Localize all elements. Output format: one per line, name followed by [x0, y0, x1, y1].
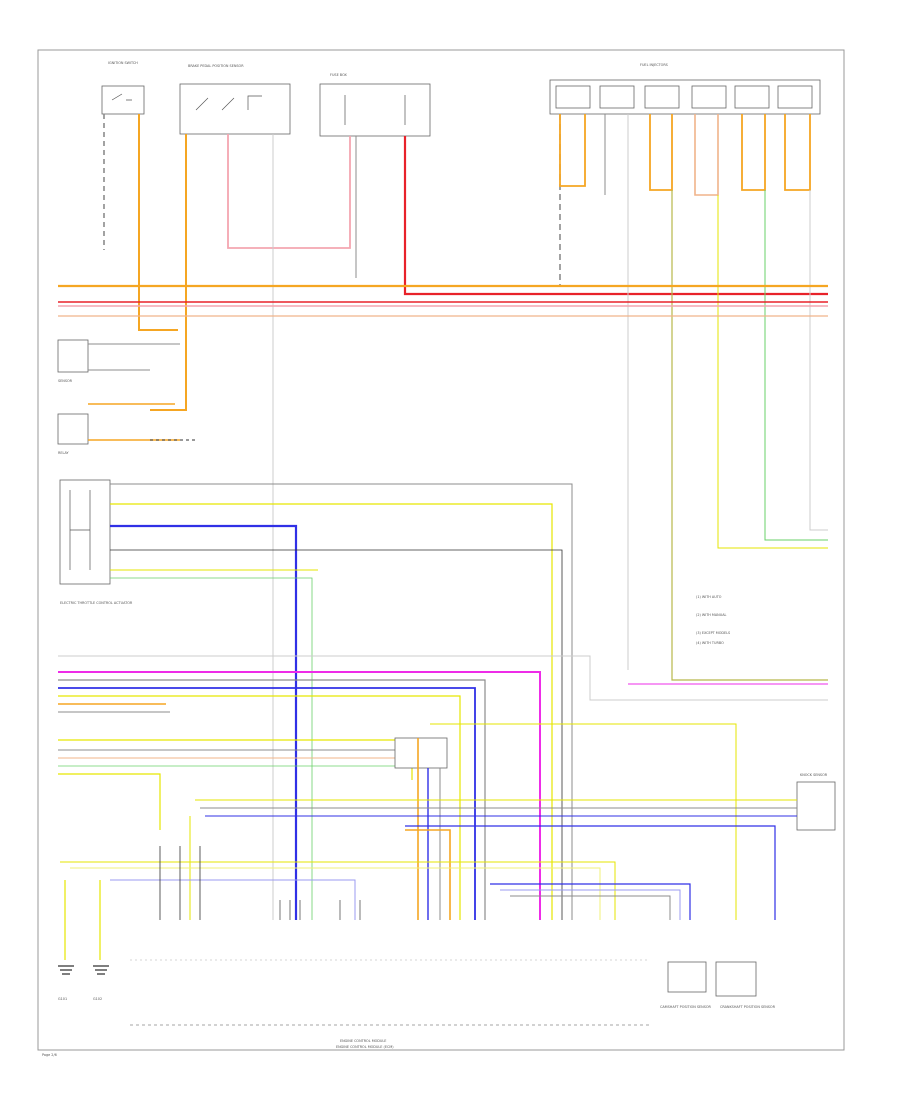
- svg-text:CRANKSHAFT POSITION SENSOR: CRANKSHAFT POSITION SENSOR: [720, 1005, 776, 1009]
- svg-text:(4) WITH TURBO: (4) WITH TURBO: [696, 641, 724, 645]
- fuse-box: FUSE BOX: [319, 73, 431, 137]
- svg-text:G101: G101: [58, 997, 67, 1001]
- legend: (1) WITH AUTO (2) WITH MANUAL (3) EXCEPT…: [696, 595, 730, 645]
- svg-text:BRAKE PEDAL POSITION SENSOR: BRAKE PEDAL POSITION SENSOR: [188, 64, 244, 68]
- svg-text:FUSE BOX: FUSE BOX: [330, 73, 348, 77]
- grounds: G101 G102: [58, 965, 109, 1001]
- cmp-sensor: CAMSHAFT POSITION SENSOR: [660, 961, 712, 1009]
- ckp-sensor: CRANKSHAFT POSITION SENSOR: [715, 961, 776, 1009]
- throttle-wires: [110, 483, 573, 920]
- ecm: ENGINE CONTROL MODULE ENGINE CONTROL MOD…: [130, 959, 650, 1049]
- svg-text:IGNITION SWITCH: IGNITION SWITCH: [108, 61, 138, 65]
- svg-text:(3) EXCEPT MODELS: (3) EXCEPT MODELS: [696, 631, 730, 635]
- left-relay: RELAY: [57, 413, 195, 455]
- page-label: Page 2/6: [42, 1053, 57, 1057]
- svg-text:ENGINE CONTROL MODULE: ENGINE CONTROL MODULE: [340, 1039, 386, 1043]
- middle-connector: [394, 737, 451, 920]
- throttle-actuator: ELECTRIC THROTTLE CONTROL ACTUATOR: [59, 479, 133, 605]
- left-sensor: SENSOR: [57, 339, 180, 405]
- svg-text:G102: G102: [93, 997, 102, 1001]
- svg-text:FUEL INJECTORS: FUEL INJECTORS: [640, 63, 668, 67]
- brake-switch: BRAKE PEDAL POSITION SENSOR: [179, 64, 291, 135]
- svg-text:(2) WITH MANUAL: (2) WITH MANUAL: [696, 613, 727, 617]
- upper-bus: [58, 284, 828, 317]
- svg-text:KNOCK SENSOR: KNOCK SENSOR: [800, 773, 828, 777]
- svg-text:RELAY: RELAY: [58, 451, 70, 455]
- svg-text:ELECTRIC THROTTLE CONTROL ACTU: ELECTRIC THROTTLE CONTROL ACTUATOR: [60, 601, 133, 605]
- lower-harness: [60, 846, 691, 960]
- svg-text:CAMSHAFT POSITION SENSOR: CAMSHAFT POSITION SENSOR: [660, 1005, 712, 1009]
- svg-text:ENGINE CONTROL MODULE (ECM): ENGINE CONTROL MODULE (ECM): [336, 1045, 394, 1049]
- knock-sensor: KNOCK SENSOR: [189, 773, 836, 920]
- svg-text:(1) WITH AUTO: (1) WITH AUTO: [696, 595, 722, 599]
- svg-text:SENSOR: SENSOR: [58, 379, 73, 383]
- ignition-switch: IGNITION SWITCH: [101, 61, 145, 115]
- fuel-injectors: FUEL INJECTORS: [549, 63, 821, 115]
